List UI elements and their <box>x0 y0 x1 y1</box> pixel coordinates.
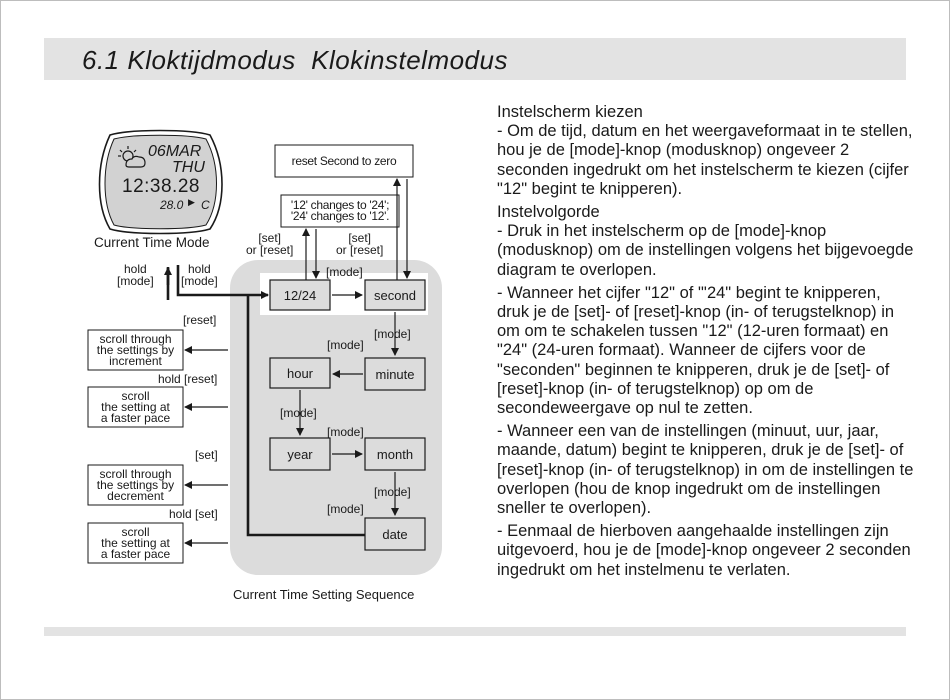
header-bar: 6.1 Kloktijdmodus Klokinstelmodus <box>44 38 906 80</box>
reset-second-label: reset Second to zero <box>275 145 413 177</box>
scroll-increment-box: scroll through the settings by increment <box>88 330 183 370</box>
watch-temp-marker: ▶ <box>188 197 195 208</box>
scroll-fast-box-1: scroll the setting at a faster pace <box>88 387 183 427</box>
mode-label-hour-year: [mode] <box>280 407 317 419</box>
footer-bar <box>44 627 906 636</box>
watch-temp-unit: C <box>201 198 210 212</box>
box-minute: minute <box>365 358 425 390</box>
instructions: Instelscherm kiezen - Om de tijd, datum … <box>497 103 917 584</box>
set-or-reset-right: [set] or [reset] <box>336 232 383 256</box>
mode-label-minute-hour: [mode] <box>327 339 364 351</box>
heading-select-screen: Instelscherm kiezen <box>497 103 917 122</box>
sequence-caption: Current Time Setting Sequence <box>233 589 414 601</box>
watch-time: 12:38.28 <box>122 176 200 198</box>
changes-label: '12' changes to '24'; '24' changes to '1… <box>281 195 399 227</box>
mode-label-month-date: [mode] <box>374 486 411 498</box>
mode-label-second-minute: [mode] <box>374 328 411 340</box>
scroll-fast-box-2: scroll the setting at a faster pace <box>88 523 183 563</box>
set-or-reset-left: [set] or [reset] <box>246 232 293 256</box>
hold-set-label: hold [set] <box>169 508 218 520</box>
para-sequence-2: - Wanneer het cijfer "12" of "'24" begin… <box>497 284 917 418</box>
para-sequence-4: - Eenmaal de hierboven aangehaalde inste… <box>497 522 917 580</box>
mode-label-top: [mode] <box>326 266 363 278</box>
box-date: date <box>365 518 425 550</box>
hold-mode-right: hold [mode] <box>181 263 218 287</box>
set-label: [set] <box>195 449 218 461</box>
reset-label: [reset] <box>183 314 216 326</box>
current-time-mode-caption: Current Time Mode <box>94 237 210 249</box>
para-select-screen: - Om de tijd, datum en het weergaveforma… <box>497 122 917 199</box>
diagram: 06MAR THU 12:38.28 28.0 ▶ C Current Time… <box>70 125 470 625</box>
watch-day: THU <box>172 159 205 177</box>
para-sequence-3: - Wanneer een van de instellingen (minuu… <box>497 422 917 518</box>
box-year: year <box>270 438 330 470</box>
page-title: 6.1 Kloktijdmodus Klokinstelmodus <box>82 45 508 76</box>
mode-label-date-return: [mode] <box>327 503 364 515</box>
watch-temp: 28.0 <box>160 198 183 212</box>
heading-sequence: Instelvolgorde <box>497 203 917 222</box>
hold-reset-label: hold [reset] <box>158 373 217 385</box>
box-hour: hour <box>270 358 330 388</box>
scroll-decrement-box: scroll through the settings by decrement <box>88 465 183 505</box>
box-12-24: 12/24 <box>270 280 330 310</box>
para-sequence-1: - Druk in het instelscherm op de [mode]-… <box>497 222 917 280</box>
box-month: month <box>365 438 425 470</box>
hold-mode-left: hold [mode] <box>117 263 154 287</box>
box-second: second <box>365 280 425 310</box>
mode-label-year-month: [mode] <box>327 426 364 438</box>
